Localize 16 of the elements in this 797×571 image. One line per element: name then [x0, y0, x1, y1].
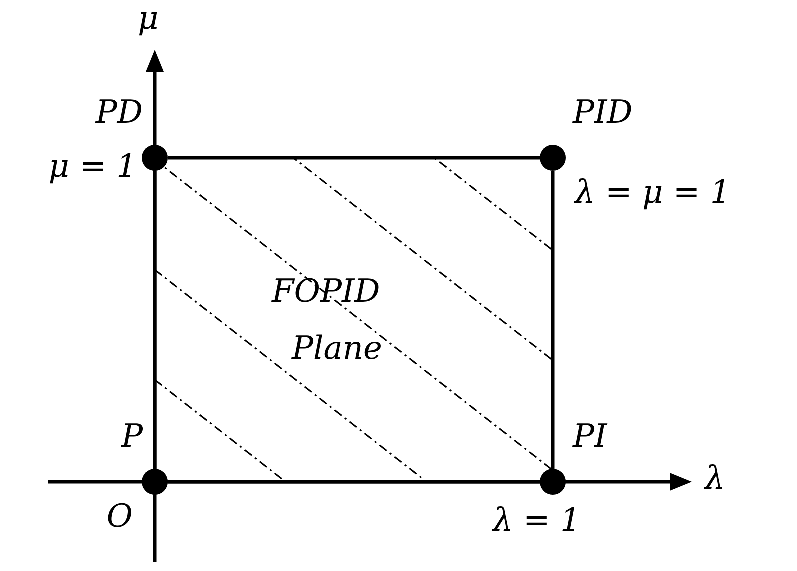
vertex-label: PID [573, 96, 633, 128]
vertex-note: μ = 1 [48, 150, 137, 182]
plane-label: Plane [292, 332, 382, 364]
vertex-label: PD [96, 96, 143, 128]
axis-label: μ [138, 2, 159, 34]
vertex-label: P [121, 420, 143, 452]
vertex-note: O [106, 500, 133, 532]
axis-label: λ [705, 462, 726, 494]
square-side [168, 480, 540, 484]
square-side [168, 156, 540, 160]
vertex-label: PI [573, 420, 608, 452]
square-side [551, 171, 555, 469]
vertex-note: λ = 1 [493, 504, 581, 536]
vertex-note: λ = μ = 1 [575, 176, 731, 208]
plane-label: FOPID [272, 275, 380, 307]
square-side [153, 171, 157, 469]
